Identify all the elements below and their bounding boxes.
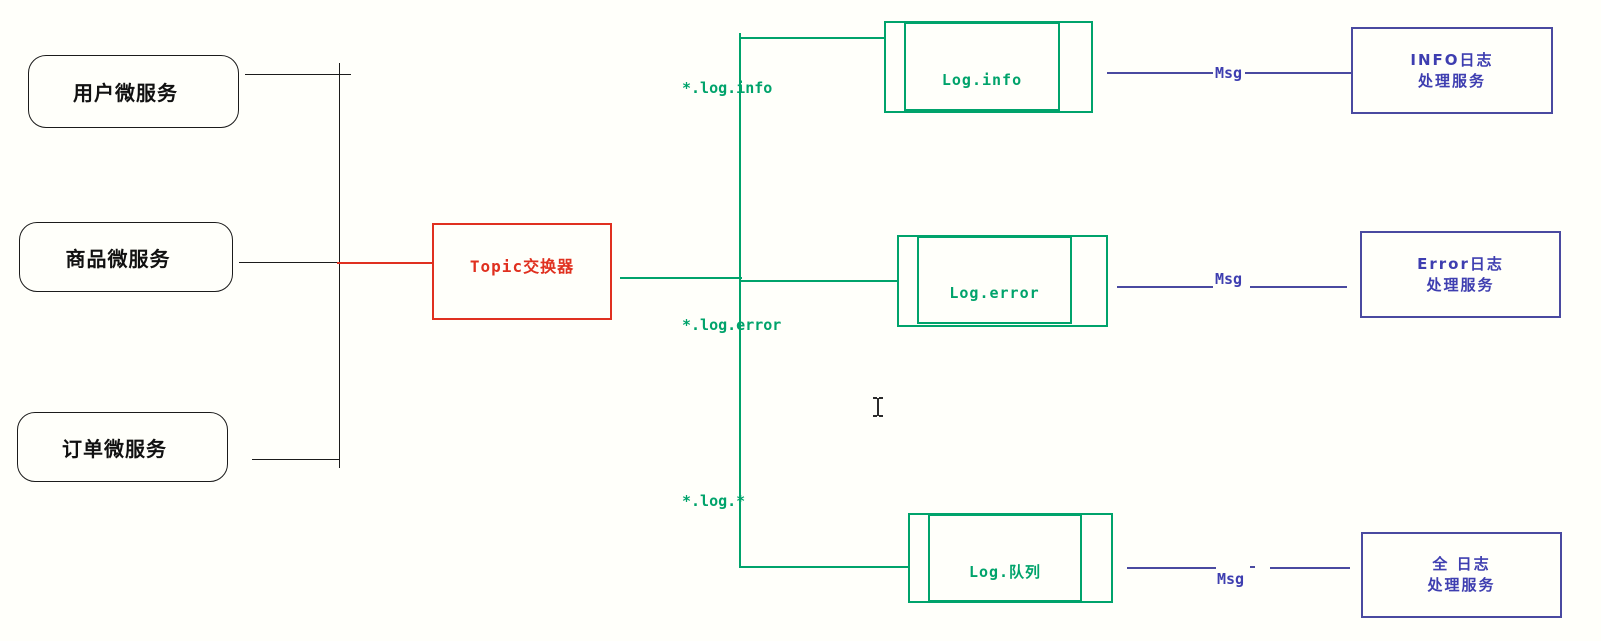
queue-label-all: Log.队列	[968, 562, 1042, 581]
consumer-label-info: INFO日志处理服务	[1410, 50, 1494, 90]
exchange-label: Topic交换器	[469, 256, 575, 276]
producer-bus-line	[339, 63, 340, 468]
binding-branch-line-error	[740, 280, 897, 282]
msg-line-info-right	[1245, 72, 1351, 74]
msg-label-info: Msg	[1215, 64, 1243, 82]
msg-line-info-left	[1107, 72, 1213, 74]
consumer-box-error: Error日志处理服务	[1360, 231, 1561, 318]
producer-connector-line-user	[245, 74, 351, 75]
msg-line-all-right	[1270, 567, 1350, 569]
queue-box-all: Log.队列	[908, 513, 1113, 603]
exchange-box: Topic交换器	[432, 223, 612, 320]
producer-connector-line-order	[252, 459, 339, 460]
binding-key-label-error: *.log.error	[682, 316, 782, 334]
msg-line-all-left	[1127, 567, 1216, 569]
consumer-label-error: Error日志处理服务	[1417, 254, 1504, 294]
producer-box-product: 商品微服务	[19, 222, 233, 292]
producer-box-user: 用户微服务	[28, 55, 239, 128]
binding-bus-line	[739, 33, 741, 568]
binding-key-label-all: *.log.*	[682, 492, 746, 510]
queue-box-error: Log.error	[897, 235, 1108, 327]
text-cursor-icon	[872, 397, 883, 417]
msg-line-all-dot	[1250, 566, 1255, 568]
producer-label-product: 商品微服务	[65, 246, 171, 271]
consumer-box-info: INFO日志处理服务	[1351, 27, 1553, 114]
binding-branch-line-all	[740, 566, 908, 568]
exchange-input-line	[337, 262, 432, 264]
queue-inner-rect: Log.info	[904, 22, 1060, 111]
queue-box-info: Log.info	[884, 21, 1093, 113]
producer-label-user: 用户微服务	[73, 81, 178, 105]
binding-branch-line-info	[740, 37, 884, 39]
consumer-label-all: 全 日志处理服务	[1427, 555, 1496, 594]
queue-label-info: Log.info	[941, 70, 1023, 89]
consumer-box-all: 全 日志处理服务	[1361, 532, 1562, 618]
producer-box-order: 订单微服务	[17, 412, 228, 482]
msg-label-all: Msg	[1217, 570, 1245, 588]
exchange-output-line	[620, 277, 742, 279]
msg-line-error-right	[1250, 286, 1347, 288]
msg-label-error: Msg	[1215, 270, 1243, 288]
binding-key-label-info: *.log.info	[682, 79, 773, 97]
queue-inner-rect: Log.error	[917, 236, 1072, 324]
producer-connector-line-product	[239, 262, 337, 263]
producer-label-order: 订单微服务	[62, 436, 167, 461]
msg-line-error-left	[1117, 286, 1213, 288]
queue-label-error: Log.error	[949, 284, 1040, 302]
queue-inner-rect: Log.队列	[928, 514, 1082, 602]
